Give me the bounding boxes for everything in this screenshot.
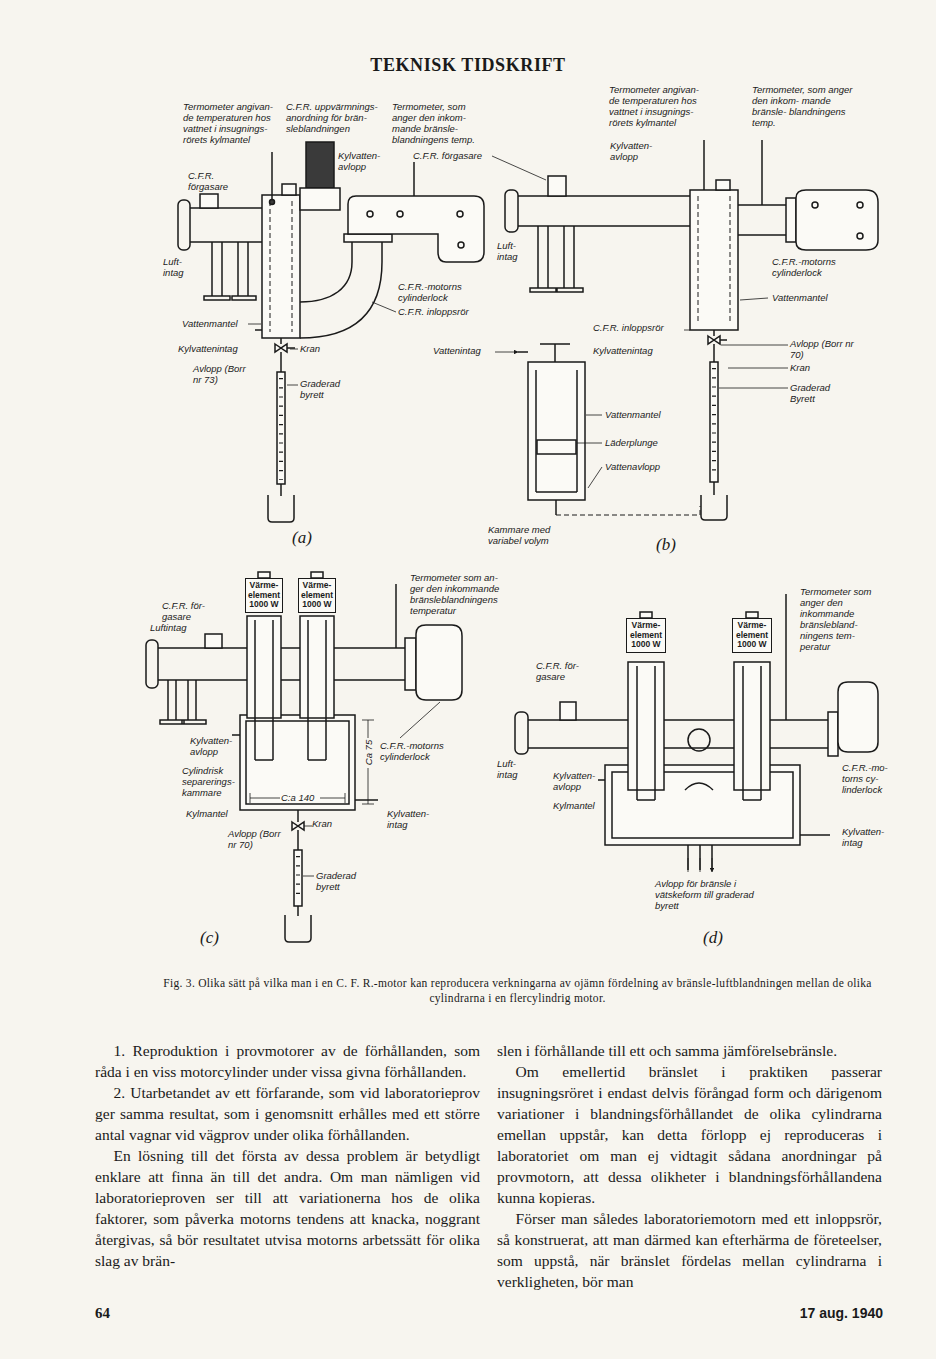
part-label: C.F.R.-motorns cylinderlock: [398, 281, 476, 303]
part-label: Kylvatten- avlopp: [553, 770, 599, 792]
figure-letter: (c): [200, 928, 230, 948]
part-label: Luft- intag: [163, 256, 193, 278]
part-label: Vattenmantel: [605, 409, 680, 420]
part-label: Läderplunge: [605, 437, 680, 448]
part-label: Termometer som an- ger den inkommande br…: [410, 572, 512, 616]
part-label: Termometer, som anger den inkom- mande b…: [392, 101, 492, 145]
figure-a: [178, 142, 484, 522]
part-label: C.F.R.-mo- torns cy- linderlock: [842, 762, 888, 795]
element-text: 1000 W: [628, 640, 664, 650]
heating-element-box: Värme- element1000 W: [298, 578, 336, 613]
part-label: Kran: [312, 818, 342, 829]
figure-c: [146, 572, 462, 942]
part-label: Kylvatten- avlopp: [610, 140, 668, 162]
part-label: Vattenintag: [433, 345, 493, 356]
part-label: Kylvatten- avlopp: [190, 735, 238, 757]
page-number: 64: [95, 1304, 135, 1322]
part-label: C.F.R.-motorns cylinderlock: [380, 740, 460, 762]
part-label: C:a 140: [281, 792, 321, 803]
element-text: 1000 W: [247, 600, 281, 610]
part-label: Vattenavlopp: [605, 461, 680, 472]
part-label: C.F.R. uppvärmnings- anordning för brän-…: [286, 101, 388, 134]
part-label: Luft- intag: [497, 240, 532, 262]
element-text: 1000 W: [300, 600, 334, 610]
figure-caption: Fig. 3. Olika sätt på vilka man i en C. …: [150, 976, 885, 1006]
heating-element-box: Värme- element1000 W: [245, 578, 283, 613]
part-label: Kylvatten- intag: [842, 826, 888, 848]
body-paragraph: 1. Reproduktion i provmotorer av de förh…: [95, 1040, 480, 1082]
part-label: C.F.R. för- gasare: [162, 600, 207, 622]
part-label: Termometer angivan- de temperaturen hos …: [609, 84, 711, 128]
part-label: Termometer som anger den inkommande brän…: [800, 586, 880, 652]
figure-b: [492, 140, 878, 520]
body-paragraph: En lösning till det första av dessa prob…: [95, 1145, 480, 1271]
part-label: Kammare med variabel volym: [488, 524, 568, 546]
part-label: Kylvatten- avlopp: [338, 150, 386, 172]
part-label: Avlopp (Borr nr 70): [228, 828, 290, 850]
element-text: Värme- element: [628, 621, 664, 640]
part-label: Avlopp för bränsle i vätskeform till gra…: [655, 878, 765, 911]
body-paragraph: Förser man således laboratoriemotorn med…: [497, 1208, 882, 1292]
text-column: 1. Reproduktion i provmotorer av de förh…: [95, 1040, 480, 1271]
part-label: Kylmantel: [186, 808, 238, 819]
part-label: Graderad byrett: [316, 870, 374, 892]
dimension-label: Ca 75: [363, 738, 374, 768]
part-label: Vattenmantel: [772, 292, 844, 303]
part-label: Avlopp (Borr nr 70): [790, 338, 860, 360]
element-text: Värme- element: [734, 621, 770, 640]
part-label: C.F.R. inloppsrör: [593, 322, 685, 333]
heating-element-box: Värme- element1000 W: [732, 618, 772, 653]
part-label: Kylvattenintag: [593, 345, 685, 356]
figure-letter: (b): [656, 535, 686, 555]
part-label: C.F.R. förgasare: [413, 150, 493, 161]
part-label: Avlopp (Borr nr 73): [193, 363, 255, 385]
part-label: Graderad Byrett: [790, 382, 848, 404]
part-label: Kran: [300, 343, 330, 354]
part-label: C.F.R. för- gasare: [536, 660, 584, 682]
part-label: Kran: [790, 362, 820, 373]
body-paragraph: 2. Utarbetandet av ett förfarande, som v…: [95, 1082, 480, 1145]
element-text: Värme- element: [300, 581, 334, 600]
part-label: Termometer, som anger den inkom- mande b…: [752, 84, 854, 128]
figure-letter: (a): [292, 528, 322, 548]
part-label: C.F.R.-motorns cylinderlock: [772, 256, 854, 278]
body-paragraph: Om emellertid bränslet i praktiken passe…: [497, 1061, 882, 1208]
element-text: 1000 W: [734, 640, 770, 650]
part-label: Kylmantel: [553, 800, 605, 811]
part-label: C.F.R. inloppsrör: [398, 306, 490, 317]
part-label: Luft- intag: [497, 758, 527, 780]
part-label: Cylindrisk separerings- kammare: [182, 765, 240, 798]
page-header: TEKNISK TIDSKRIFT: [0, 55, 936, 76]
text-column: slen i förhållande till ett och samma jä…: [497, 1040, 882, 1292]
part-label: C.F.R. förgasare: [188, 170, 233, 192]
heating-element-box: Värme- element1000 W: [626, 618, 666, 653]
part-label: Vattenmantel: [182, 318, 247, 329]
part-label: Luftintag: [150, 622, 202, 633]
part-label: Kylvattenintag: [178, 343, 256, 354]
element-text: Värme- element: [247, 581, 281, 600]
issue-date: 17 aug. 1940: [760, 1304, 883, 1322]
figure-letter: (d): [703, 928, 733, 948]
body-paragraph: slen i förhållande till ett och samma jä…: [497, 1040, 882, 1061]
part-label: Termometer angivan- de temperaturen hos …: [183, 101, 285, 145]
part-label: Kylvatten- intag: [387, 808, 442, 830]
part-label: Graderad byrett: [300, 378, 358, 400]
